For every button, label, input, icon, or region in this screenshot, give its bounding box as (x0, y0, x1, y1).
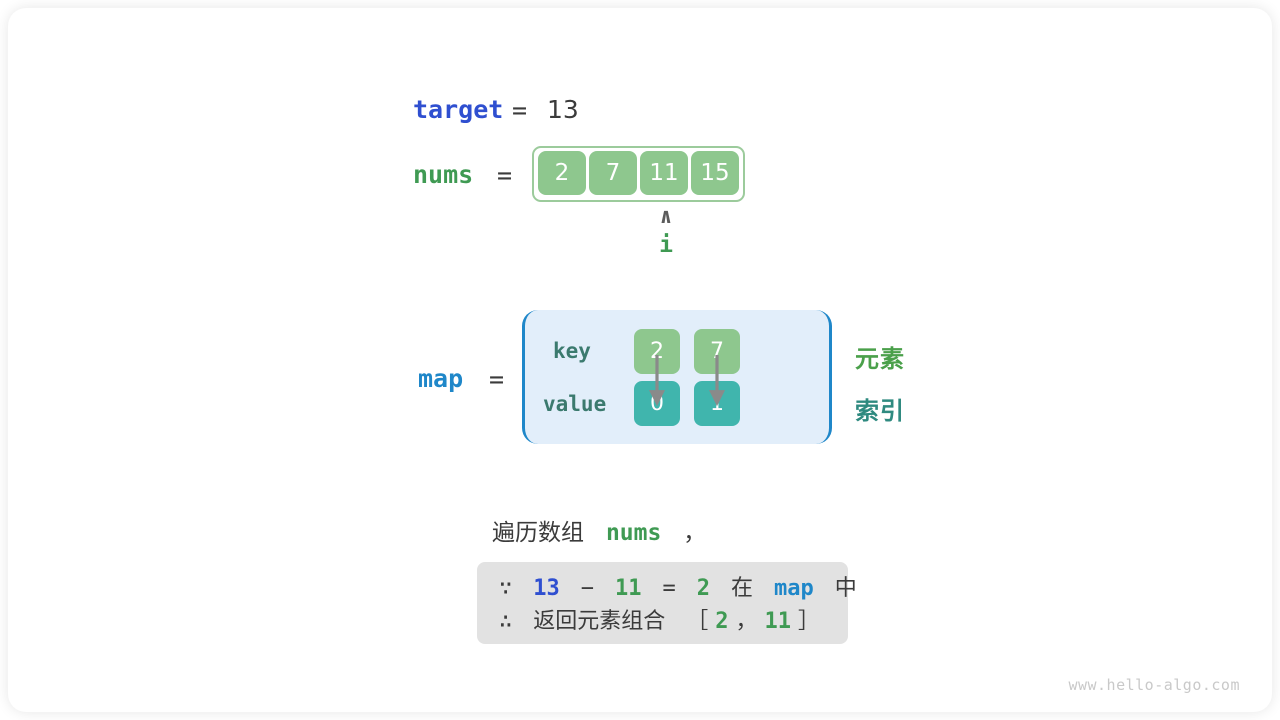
conclusion-mid-text: 在 (731, 576, 754, 601)
map-key-cell: 7 (694, 329, 740, 374)
result-pair-a: 2 (715, 609, 729, 634)
caret-up-icon: ∧ (659, 204, 673, 228)
map-value-cell: 0 (634, 381, 680, 426)
array-cell: 15 (691, 151, 739, 195)
nums-array-container: 2 7 11 15 (532, 146, 745, 202)
caption-traverse-array: 遍历数组 nums ， (492, 513, 706, 547)
nums-variable-label: nums (413, 160, 474, 189)
target-value: 13 (547, 95, 579, 124)
map-key-row-label: key (553, 339, 591, 363)
map-index-note: 索引 (855, 397, 905, 425)
minus-operator: − (580, 576, 594, 601)
conclusion-operand: 11 (615, 576, 642, 601)
conclusion-line-1: ∵ 13 − 11 = 2 在 map 中 (499, 572, 857, 605)
map-value-cell: 1 (694, 381, 740, 426)
result-pair-b: 11 (764, 609, 792, 634)
map-equals-sign: = (489, 365, 505, 394)
result-comma: ， (735, 609, 758, 634)
caption-suffix: ， (683, 520, 707, 546)
map-variable-label: map (418, 364, 464, 393)
conclusion-return-text: 返回元素组合 (533, 609, 666, 634)
because-symbol: ∵ (499, 576, 513, 601)
conclusion-result: 2 (696, 576, 710, 601)
target-equals-sign: = (512, 96, 528, 125)
therefore-symbol: ∴ (499, 609, 513, 634)
array-cell: 11 (640, 151, 688, 195)
conclusion-target-value: 13 (533, 576, 560, 601)
close-bracket: ］ (798, 609, 821, 634)
array-cell: 7 (589, 151, 637, 195)
conclusion-box: ∵ 13 − 11 = 2 在 map 中 ∴ 返回元素组合 ［ 2 (477, 562, 857, 644)
nums-equals-sign: = (497, 161, 513, 190)
equals-operator: = (662, 576, 676, 601)
conclusion-end-text: 中 (834, 576, 857, 601)
watermark: www.hello-algo.com (1068, 676, 1240, 694)
index-pointer: ∧ i (648, 204, 684, 260)
array-cell: 2 (538, 151, 586, 195)
map-value-row-label: value (543, 392, 607, 416)
target-variable-label: target (413, 95, 504, 124)
map-key-cell: 2 (634, 329, 680, 374)
conclusion-line-2: ∴ 返回元素组合 ［ 2 ， 11 ］ (499, 605, 826, 638)
index-pointer-label: i (659, 232, 673, 258)
map-element-note: 元素 (855, 345, 905, 373)
open-bracket: ［ (686, 609, 709, 634)
caption-prefix: 遍历数组 (492, 520, 584, 546)
caption-code-nums: nums (605, 520, 662, 546)
conclusion-map-word: map (774, 576, 814, 601)
